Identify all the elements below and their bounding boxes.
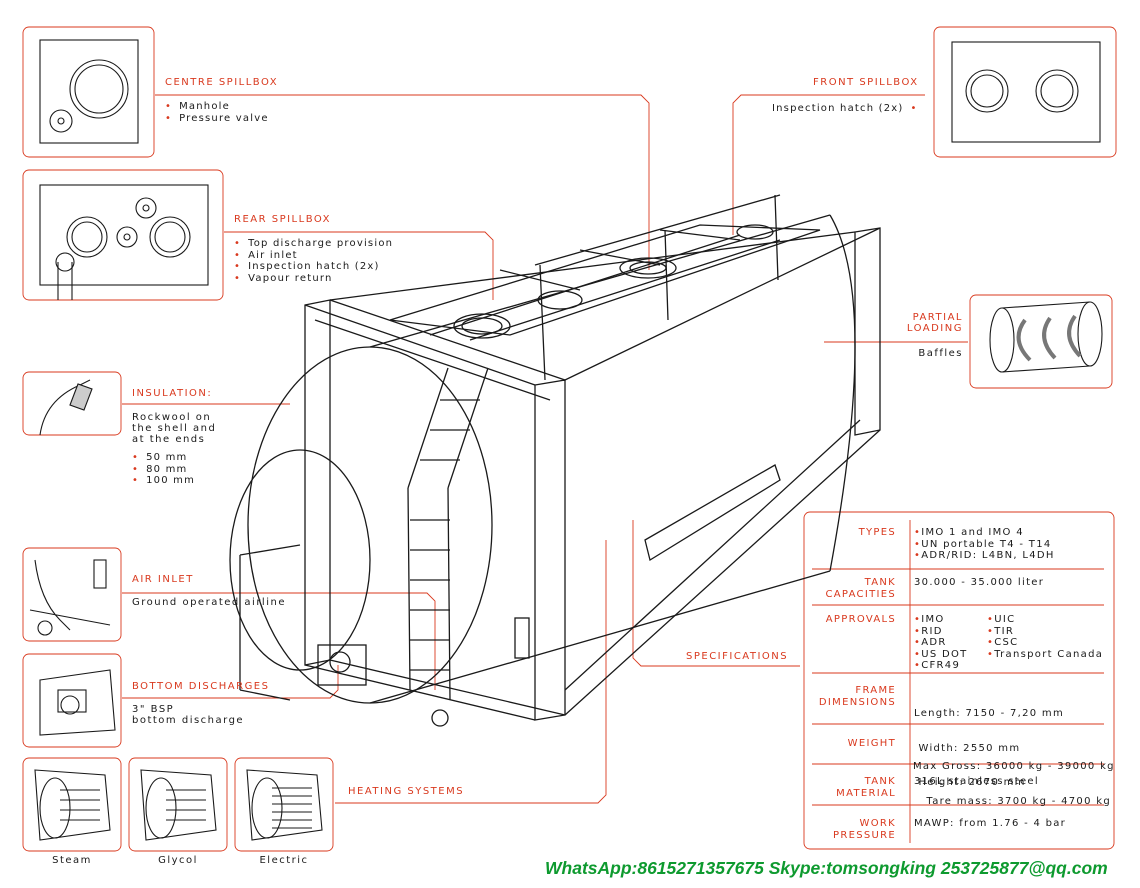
list-item: 50 mm xyxy=(132,452,195,464)
heating-option-steam: Steam xyxy=(52,855,92,866)
spec-capacities-value: 30.000 - 35.000 liter xyxy=(914,577,1045,588)
insulation-desc-2: the shell and xyxy=(132,423,217,434)
spec-frame-label-2: DIMENSIONS xyxy=(818,697,896,708)
heating-option-electric: Electric xyxy=(259,855,309,866)
partial-loading-title-1: PARTIAL xyxy=(912,312,963,323)
spec-weight-values: Max Gross: 36000 kg - 39000 kg Tare mass… xyxy=(913,738,1115,830)
spec-capacities-label-2: CAPACITIES xyxy=(825,589,896,600)
centre-spillbox-box xyxy=(22,26,155,158)
specifications-title: SPECIFICATIONS xyxy=(686,651,789,662)
spec-value: TIR xyxy=(987,626,1103,638)
spec-value: UN portable T4 - T14 xyxy=(914,539,1055,551)
spec-value: CFR49 xyxy=(914,660,968,672)
bottom-discharges-sub-1: 3" BSP xyxy=(132,704,175,715)
spec-value: RID xyxy=(914,626,968,638)
insulation-title: INSULATION: xyxy=(132,388,213,399)
spec-value: Length: 7150 - 7,20 mm xyxy=(914,708,1064,719)
spec-approvals-col1: IMO RID ADR US DOT CFR49 xyxy=(914,614,968,672)
bottom-discharges-sub-2: bottom discharge xyxy=(132,715,245,726)
list-item: Manhole xyxy=(165,101,269,113)
list-item: 100 mm xyxy=(132,475,195,487)
spec-pressure-value: MAWP: from 1.76 - 4 bar xyxy=(914,818,1067,829)
spec-types-label: TYPES xyxy=(858,527,896,538)
spec-value: ADR xyxy=(914,637,968,649)
spec-frame-values: Length: 7150 - 7,20 mm Width: 2550 mm He… xyxy=(914,685,1064,812)
list-item: Inspection hatch (2x) xyxy=(234,261,393,273)
spec-material-value: 316L stainless steel xyxy=(914,776,1039,787)
spec-value: UIC xyxy=(987,614,1103,626)
list-item: Pressure valve xyxy=(165,113,269,125)
spec-approvals-label: APPROVALS xyxy=(825,614,896,625)
spec-value: Tare mass: 3700 kg - 4700 kg xyxy=(913,795,1111,807)
front-spillbox-title: FRONT SPILLBOX xyxy=(813,77,919,88)
spec-weight-label: WEIGHT xyxy=(847,738,896,749)
rear-spillbox-box xyxy=(22,169,224,301)
list-item: Vapour return xyxy=(234,273,393,285)
bottom-discharges-title: BOTTOM DISCHARGES xyxy=(132,681,270,692)
insulation-desc-3: at the ends xyxy=(132,434,206,445)
heating-glycol-thumb xyxy=(140,769,217,841)
spec-value: US DOT xyxy=(914,649,968,661)
list-item: Inspection hatch (2x) xyxy=(772,103,918,115)
centre-spillbox-title: CENTRE SPILLBOX xyxy=(165,77,279,88)
spec-types-values: IMO 1 and IMO 4 UN portable T4 - T14 ADR… xyxy=(914,527,1055,562)
spec-value: IMO 1 and IMO 4 xyxy=(914,527,1055,539)
front-spillbox-box xyxy=(933,26,1117,158)
spec-material-label-2: MATERIAL xyxy=(836,788,896,799)
spec-pressure-label-1: WORK xyxy=(859,818,896,829)
air-inlet-title: AIR INLET xyxy=(132,574,194,585)
spec-value: Max Gross: 36000 kg - 39000 kg xyxy=(913,761,1115,772)
spec-material-label-1: TANK xyxy=(864,776,896,787)
air-inlet-box xyxy=(22,547,122,642)
heating-steam-thumb xyxy=(34,769,111,841)
heating-option-glycol: Glycol xyxy=(158,855,198,866)
spec-value: Height: 2670 mm xyxy=(914,777,1026,788)
bottom-discharge-box xyxy=(22,653,122,748)
air-inlet-sub: Ground operated airline xyxy=(132,597,286,608)
spec-value: ADR/RID: L4BN, L4DH xyxy=(914,550,1055,562)
tank-container-illustration xyxy=(229,194,881,727)
list-item: Air inlet xyxy=(234,250,393,262)
list-item: 80 mm xyxy=(132,464,195,476)
heating-electric-thumb xyxy=(246,769,323,841)
heating-steam-box xyxy=(22,757,122,852)
list-item: Top discharge provision xyxy=(234,238,393,250)
spec-value: IMO xyxy=(914,614,968,626)
insulation-desc-1: Rockwool on xyxy=(132,412,212,423)
spec-value: CSC xyxy=(987,637,1103,649)
partial-loading-title-2: LOADING xyxy=(906,323,963,334)
heating-systems-title: HEATING SYSTEMS xyxy=(348,786,465,797)
front-spillbox-list: Inspection hatch (2x) xyxy=(772,103,918,115)
heating-electric-box xyxy=(234,757,334,852)
spec-value: Width: 2550 mm xyxy=(914,742,1021,754)
spec-capacities-label-1: TANK xyxy=(864,577,896,588)
specifications-box xyxy=(803,511,1115,850)
contact-footer: WhatsApp:8615271357675 Skype:tomsongking… xyxy=(545,858,1108,878)
spec-approvals-col2: UIC TIR CSC Transport Canada xyxy=(987,614,1103,660)
spec-pressure-label-2: PRESSURE xyxy=(833,830,896,841)
rear-spillbox-title: REAR SPILLBOX xyxy=(234,214,331,225)
partial-loading-sub: Baffles xyxy=(918,348,963,359)
spec-value: Transport Canada xyxy=(987,649,1103,661)
rear-spillbox-list: Top discharge provision Air inlet Inspec… xyxy=(234,238,393,284)
heating-glycol-box xyxy=(128,757,228,852)
partial-loading-box xyxy=(969,294,1113,389)
insulation-box xyxy=(22,371,122,436)
spec-frame-label-1: FRAME xyxy=(855,685,896,696)
insulation-list: 50 mm 80 mm 100 mm xyxy=(132,452,195,487)
centre-spillbox-list: Manhole Pressure valve xyxy=(165,101,269,124)
